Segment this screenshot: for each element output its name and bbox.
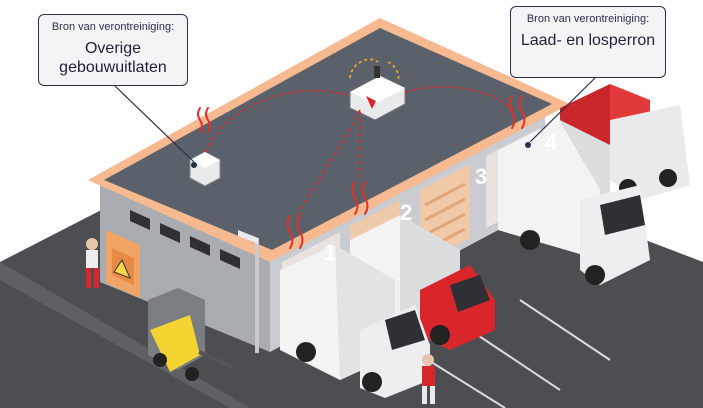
callout-leader-lines <box>114 77 596 163</box>
callout-anchor-right <box>525 142 531 148</box>
windows-left-wall <box>130 210 240 269</box>
dock-number-4: 4 <box>545 130 558 155</box>
electrical-cabinet <box>106 230 140 298</box>
callout-left-title: Overige gebouwuitlaten <box>59 40 167 76</box>
worker-right <box>422 354 435 404</box>
dock-number-3: 3 <box>475 164 488 189</box>
parking-stripes <box>419 299 611 408</box>
callout-right-title: Laad- en losperron <box>520 32 656 49</box>
rotation-arrows <box>349 58 400 83</box>
callout-loading-dock: Bron van verontreiniging: Laad- en lospe… <box>510 6 666 78</box>
building-left-wall <box>100 185 270 352</box>
street-lamp <box>238 230 259 353</box>
dock-number-2: 2 <box>400 200 413 225</box>
warning-sign-icon <box>113 258 131 279</box>
air-handling-unit-icon <box>349 66 406 121</box>
truck-dock-3 <box>498 120 650 285</box>
callout-right-caption: Bron van verontreiniging: <box>526 13 650 25</box>
forklift <box>148 288 235 381</box>
air-flow-lines <box>204 85 516 216</box>
callout-other-building-exhaust: Bron van verontreiniging: Overige gebouw… <box>38 14 188 86</box>
heat-wave-icon <box>197 95 526 249</box>
worker-left <box>86 238 99 288</box>
roof <box>104 28 552 250</box>
callout-anchor-left <box>191 162 197 168</box>
exhaust-unit-icon <box>189 151 221 187</box>
dock-number-1: 1 <box>324 240 337 265</box>
truck-dock-1 <box>280 245 430 398</box>
callout-left-caption: Bron van verontreiniging: <box>51 21 175 33</box>
